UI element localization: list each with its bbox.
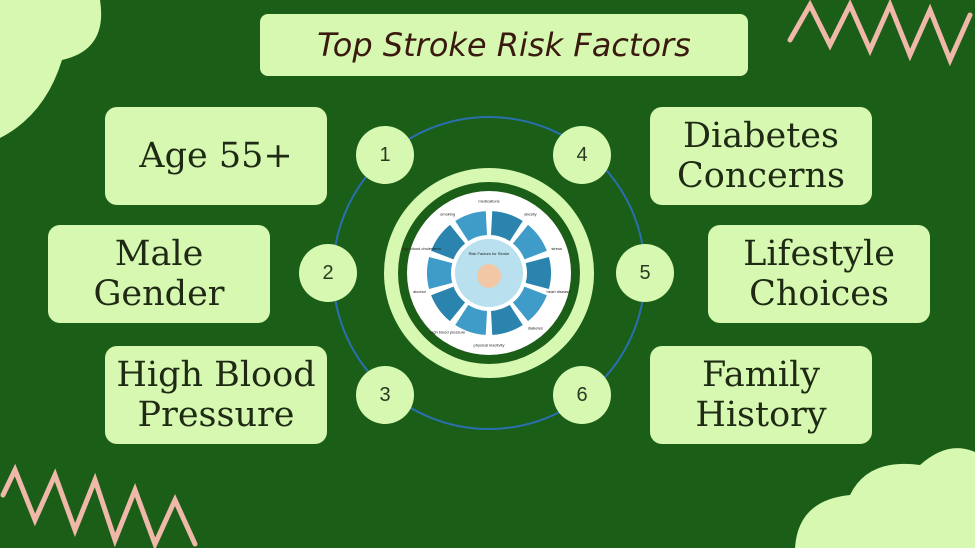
wheel-segment	[427, 256, 453, 290]
factor-number: 4	[553, 126, 611, 184]
factor-line1: Lifestyle	[743, 234, 895, 274]
factor-line1: Male	[114, 234, 204, 274]
wheel-segment	[490, 211, 523, 242]
cloud-bottom-right	[795, 448, 975, 548]
factor-number: 5	[616, 244, 674, 302]
factor-number: 3	[356, 366, 414, 424]
wheel-label: obesity	[524, 212, 537, 217]
zigzag-bottom-left	[0, 463, 198, 548]
wheel-label: stress	[551, 246, 562, 251]
page-title: Top Stroke Risk Factors	[260, 14, 748, 76]
wheel-label: alcohol	[413, 289, 426, 294]
factor-line2: History	[695, 395, 827, 435]
wheel-segment	[512, 224, 547, 260]
factor-line2: Choices	[749, 274, 889, 314]
wheel-segment	[455, 211, 488, 242]
factor-line1: Diabetes	[683, 116, 839, 156]
factor-box: Age 55+	[105, 107, 327, 205]
wheel-segment	[512, 286, 547, 322]
wheel-segment	[431, 286, 466, 322]
factor-line1: High Blood	[116, 355, 316, 395]
wheel-segment	[455, 304, 488, 335]
factor-number: 1	[356, 126, 414, 184]
factor-number: 2	[299, 244, 357, 302]
wheel-segment	[431, 224, 466, 260]
wheel-segment	[490, 304, 523, 335]
factor-line2: Gender	[93, 274, 225, 314]
brain-icon	[477, 264, 501, 288]
wheel-label: physical inactivity	[474, 343, 505, 348]
factor-line2: Concerns	[677, 156, 845, 196]
zigzag-top-right	[787, 0, 973, 67]
wheel-label: smoking	[440, 212, 455, 217]
wheel-label: high blood cholesterol	[402, 246, 441, 251]
wheel-center-label: Risk Factors for Stroke	[469, 251, 510, 256]
wheel-segment	[525, 256, 551, 290]
factor-number: 6	[553, 366, 611, 424]
factor-line1: Age 55+	[139, 136, 293, 176]
wheel-label: diabetes	[528, 326, 543, 331]
wheel-label: high blood pressure	[430, 329, 466, 334]
risk-wheel-image: Risk Factors for Stroke medications obesit…	[402, 199, 571, 348]
cloud-top-left	[0, 0, 102, 138]
factor-line1: Family	[701, 355, 821, 395]
wheel-label: medications	[478, 199, 499, 204]
wheel-label: heart disease	[547, 289, 572, 294]
factor-line2: Pressure	[137, 395, 295, 435]
